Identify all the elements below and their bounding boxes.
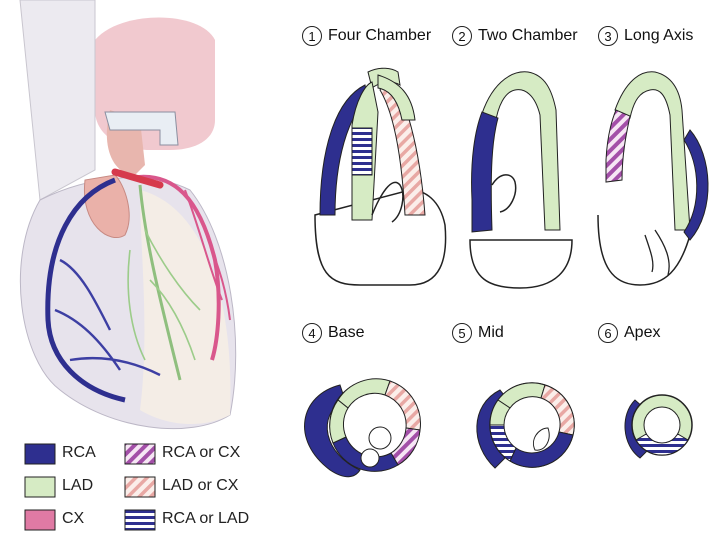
view-label: Four Chamber bbox=[328, 27, 431, 45]
view-title-4: 4 Base bbox=[302, 323, 364, 343]
two-chamber-outline bbox=[470, 240, 572, 288]
view-label: Base bbox=[328, 324, 364, 342]
legend-rca-or-lad: RCA or LAD bbox=[162, 510, 249, 528]
long-axis-rca-or-cx bbox=[606, 110, 630, 182]
legend-label: LAD or CX bbox=[162, 477, 238, 495]
legend-label: RCA or LAD bbox=[162, 510, 249, 528]
legend-label: LAD bbox=[62, 477, 93, 495]
view-label: Apex bbox=[624, 324, 660, 342]
legend-label: RCA or CX bbox=[162, 444, 240, 462]
apex-cavity bbox=[644, 407, 680, 443]
base-view bbox=[305, 379, 421, 477]
legend-swatch-cx bbox=[25, 510, 55, 530]
legend-label: RCA bbox=[62, 444, 96, 462]
legend-rca: RCA bbox=[62, 444, 96, 462]
four-chamber-rca-or-lad bbox=[352, 128, 372, 175]
view-number: 6 bbox=[598, 323, 618, 343]
view-label: Mid bbox=[478, 324, 504, 342]
apex-view bbox=[625, 395, 692, 458]
long-axis-view bbox=[598, 72, 708, 285]
legend-swatch-rca bbox=[25, 444, 55, 464]
legend-label: CX bbox=[62, 510, 84, 528]
view-number: 3 bbox=[598, 26, 618, 46]
view-number: 2 bbox=[452, 26, 472, 46]
legend-swatch-rca-or-lad bbox=[125, 510, 155, 530]
two-chamber-view bbox=[470, 72, 572, 288]
view-label: Long Axis bbox=[624, 27, 693, 45]
view-title-5: 5 Mid bbox=[452, 323, 504, 343]
mid-view bbox=[477, 383, 574, 468]
four-chamber-valves bbox=[372, 182, 403, 222]
legend-swatch-rca-or-cx bbox=[125, 444, 155, 464]
legend-swatch-lad-or-cx bbox=[125, 477, 155, 497]
legend-rca-or-cx: RCA or CX bbox=[162, 444, 240, 462]
view-title-6: 6 Apex bbox=[598, 323, 660, 343]
two-chamber-valve bbox=[492, 175, 516, 212]
view-number: 1 bbox=[302, 26, 322, 46]
view-title-1: 1 Four Chamber bbox=[302, 26, 431, 46]
legend-cx: CX bbox=[62, 510, 84, 528]
legend-lad-or-cx: LAD or CX bbox=[162, 477, 238, 495]
four-chamber-view bbox=[315, 68, 446, 285]
view-number: 5 bbox=[452, 323, 472, 343]
base-valve-1 bbox=[369, 427, 391, 449]
svc bbox=[20, 0, 95, 200]
view-number: 4 bbox=[302, 323, 322, 343]
view-label: Two Chamber bbox=[478, 27, 578, 45]
view-title-3: 3 Long Axis bbox=[598, 26, 693, 46]
two-chamber-rca bbox=[472, 112, 498, 232]
view-title-2: 2 Two Chamber bbox=[452, 26, 578, 46]
legend-lad: LAD bbox=[62, 477, 93, 495]
long-axis-lad bbox=[615, 72, 690, 230]
legend-swatch-lad bbox=[25, 477, 55, 497]
long-axis-outflow bbox=[645, 230, 669, 275]
base-valve-2 bbox=[361, 449, 379, 467]
heart-illustration bbox=[20, 0, 236, 429]
